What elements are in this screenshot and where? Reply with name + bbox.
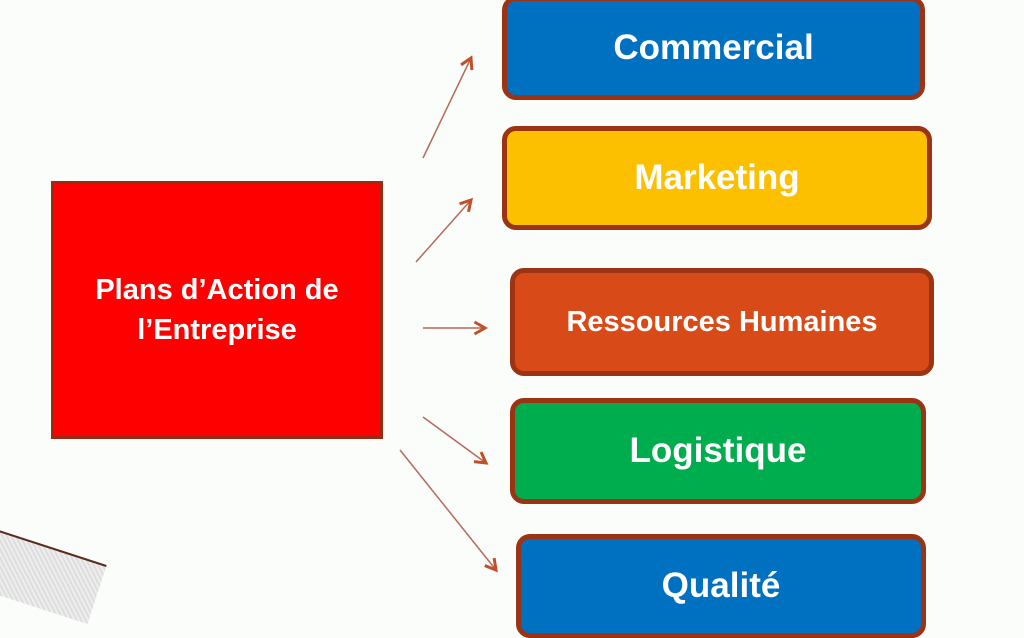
qualite-label: Qualité <box>661 566 781 605</box>
connector-arrows <box>399 0 1024 576</box>
ressources-humaines-label: Ressources Humaines <box>566 305 878 338</box>
arrow-to-commercial <box>422 58 471 159</box>
target-box-ressources-humaines: Ressources Humaines <box>510 268 934 376</box>
source-box-plans-action: Plans d’Action de l’Entreprise <box>51 181 383 439</box>
target-box-commercial: Commercial <box>502 0 925 100</box>
commercial-label: Commercial <box>613 28 814 67</box>
target-box-qualite: Qualité <box>516 534 926 638</box>
source-label-line1: Plans d’Action de <box>95 274 339 306</box>
arrow-to-logistique <box>422 416 486 463</box>
logistique-label: Logistique <box>629 431 807 470</box>
source-label-line2: l’Entreprise <box>137 314 297 346</box>
arrow-to-qualite <box>399 449 496 570</box>
arrow-to-marketing <box>415 200 471 263</box>
marketing-label: Marketing <box>634 158 800 197</box>
target-box-marketing: Marketing <box>502 126 932 230</box>
target-box-logistique: Logistique <box>510 398 926 504</box>
